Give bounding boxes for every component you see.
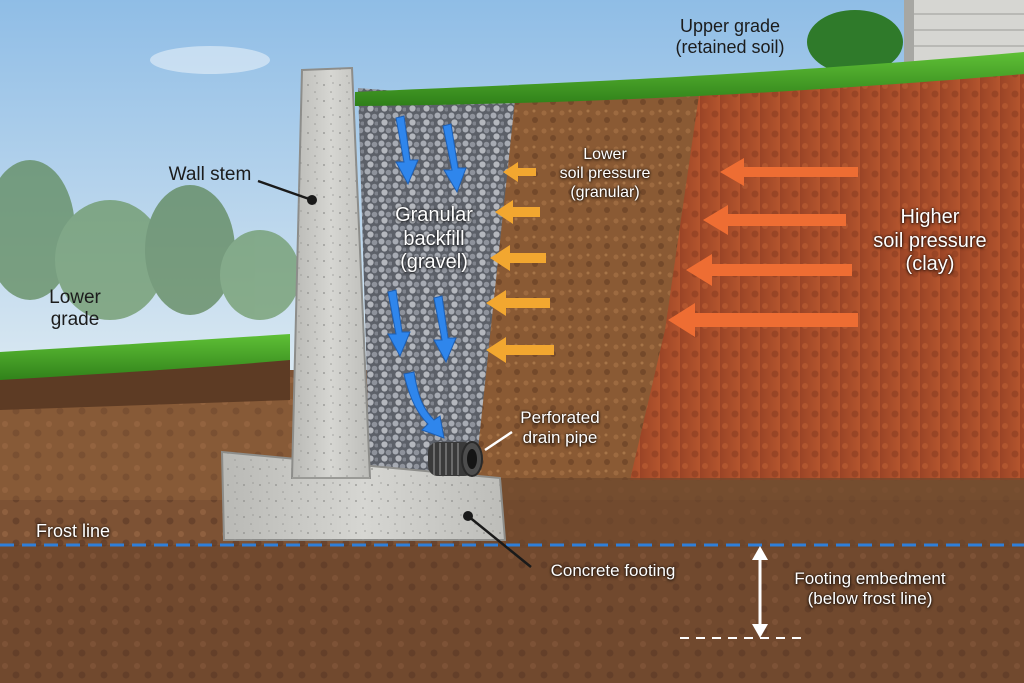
frost-line-label: Frost line: [36, 521, 111, 541]
low-pressure-arrows: [486, 162, 554, 363]
higher-soil-pressure-label: Higher soil pressure (clay): [873, 206, 987, 276]
concrete-footing-label: Concrete footing: [550, 561, 676, 580]
lower-grass: [0, 334, 290, 382]
lower-grade-label: Lower grade: [49, 287, 101, 331]
upper-grass: [355, 52, 1024, 106]
soil-pressure-arrow-icon: [495, 200, 540, 224]
wall-stem-label: Wall stem: [168, 164, 252, 185]
distant-trees: [0, 160, 300, 320]
soil-pressure-arrow-icon: [703, 205, 846, 235]
leader-lines: [257, 179, 532, 568]
soil-pressure-arrow-icon: [668, 303, 858, 337]
upper-grade-label: Upper grade (retained soil): [675, 16, 785, 58]
gravel-backfill: [358, 88, 515, 478]
soil-pressure-arrow-icon: [486, 337, 554, 363]
wall-stem-marker: [307, 195, 317, 205]
high-pressure-arrows: [668, 158, 858, 337]
soil-pressure-arrow-icon: [720, 158, 858, 186]
lower-soil-pressure-label: Lower soil pressure (granular): [559, 146, 651, 201]
dimension-arrow-icon: [680, 546, 805, 639]
bush: [807, 10, 903, 74]
water-flow-arrow-icon: [387, 115, 467, 439]
soil-pressure-arrow-icon: [490, 245, 546, 271]
perforated-drain-pipe-label: Perforated drain pipe: [520, 408, 600, 448]
drain-leader: [484, 430, 513, 452]
drain-pipe-icon: [428, 441, 483, 477]
cloud: [150, 46, 270, 74]
footing-embedment-label: Footing embedment (below frost line): [794, 569, 946, 609]
soil-pressure-arrow-icon: [486, 290, 550, 316]
soil-pressure-arrow-icon: [503, 162, 536, 182]
footing-marker: [463, 511, 473, 521]
soil-pressure-arrow-icon: [686, 254, 852, 286]
granular-backfill-label: Granular backfill (gravel): [395, 204, 473, 274]
